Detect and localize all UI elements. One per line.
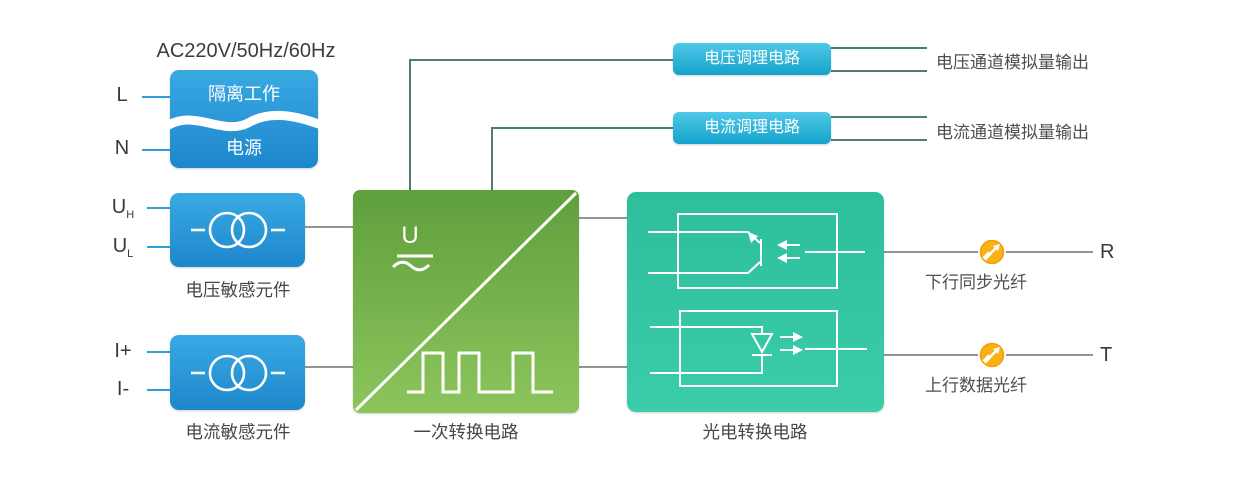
uplink-fiber-label: 上行数据光纤	[925, 376, 1027, 395]
power-supply-line1: 隔离工作	[208, 84, 280, 104]
input-label-iplus: I+	[114, 340, 132, 362]
main-connectors	[305, 217, 1093, 368]
primary-conversion-block: U	[353, 190, 579, 413]
voltage-sensor-label: 电压敏感元件	[185, 280, 291, 300]
connector-voltage-conditioning	[409, 59, 673, 190]
optocoupler-transmitter-icon	[650, 310, 867, 387]
current-sensor-label: 电流敏感元件	[185, 422, 291, 442]
svg-text:U: U	[401, 222, 418, 249]
transformer-icon	[191, 211, 285, 249]
diagonal-divider	[354, 191, 578, 412]
current-conditioning-label: 电流调理电路	[703, 119, 800, 136]
photoelectric-block	[627, 192, 884, 412]
voltage-sensor-block	[170, 193, 305, 267]
input-label-n: N	[114, 137, 130, 159]
conditioning-connectors	[409, 47, 927, 190]
input-label-iminus: I-	[116, 378, 130, 400]
wave-divider-icon	[168, 110, 320, 132]
voltage-conditioning-block: 电压调理电路	[673, 43, 831, 75]
input-label-ul: UL	[112, 235, 134, 260]
terminal-t: T	[1100, 344, 1113, 366]
photoelectric-graphic	[648, 213, 867, 387]
input-label-l: L	[116, 84, 128, 106]
current-analog-output-label: 电流通道模拟量输出	[936, 123, 1089, 142]
optocoupler-receiver-icon	[648, 213, 865, 289]
primary-conversion-graphic: U	[354, 191, 578, 412]
voltage-analog-output-label: 电压通道模拟量输出	[936, 53, 1089, 72]
fiber-connector-icon	[979, 239, 1005, 265]
input-label-uh: UH	[111, 196, 135, 221]
current-conditioning-block: 电流调理电路	[673, 112, 831, 144]
terminal-r: R	[1100, 241, 1115, 263]
connector-current-conditioning	[491, 127, 673, 190]
voltage-conditioning-label: 电压调理电路	[703, 50, 800, 67]
input-stubs	[142, 96, 170, 391]
ac-supply-title: AC220V/50Hz/60Hz	[156, 40, 336, 62]
current-sensor-block	[170, 335, 305, 410]
pulse-wave-icon	[407, 351, 553, 394]
analog-voltage-icon: U	[391, 222, 433, 272]
power-supply-block: 隔离工作 电源	[168, 70, 320, 168]
photoelectric-label: 光电转换电路	[702, 422, 808, 442]
downlink-fiber-label: 下行同步光纤	[925, 273, 1027, 292]
fiber-connector-icon	[979, 342, 1005, 368]
power-supply-line2: 电源	[226, 138, 262, 158]
primary-conversion-label: 一次转换电路	[413, 422, 519, 442]
transformer-icon	[191, 354, 285, 392]
